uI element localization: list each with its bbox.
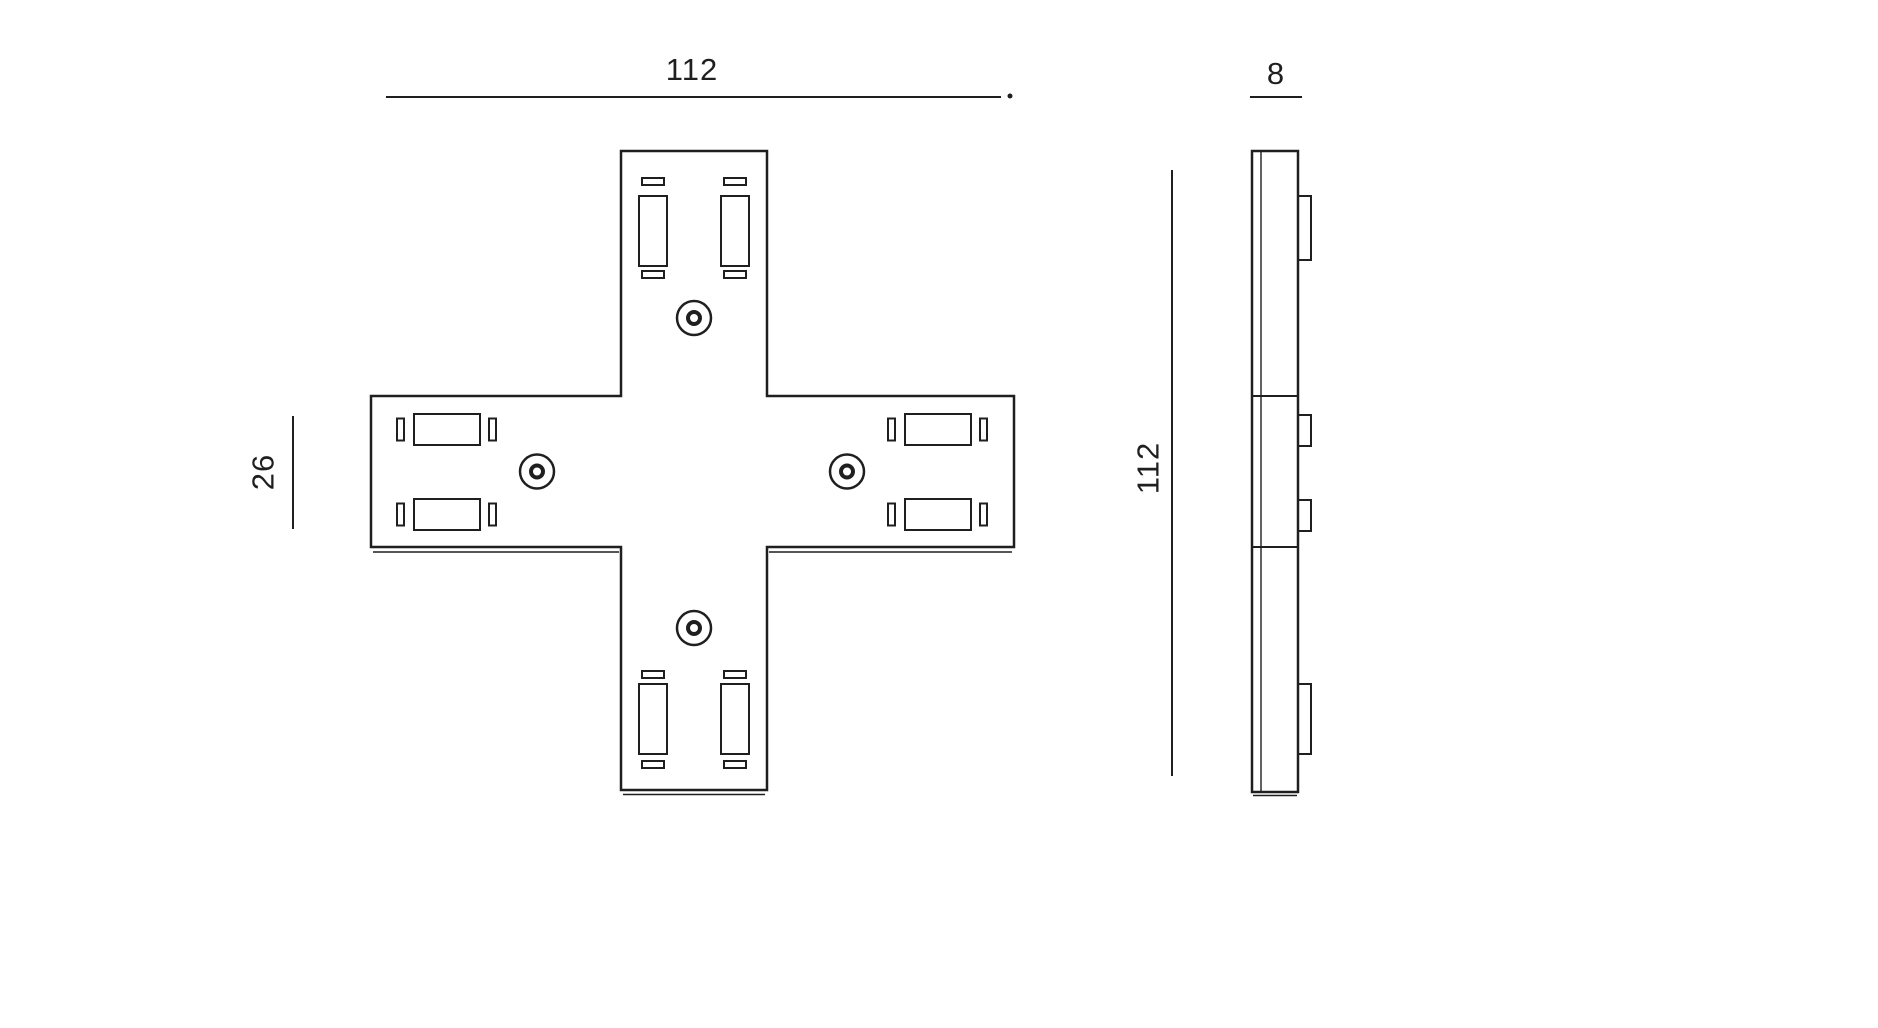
screw-hole-bottom: [675, 609, 713, 647]
slot-tick: [979, 417, 988, 442]
left-arm-slots: [396, 413, 497, 531]
dimension-label-side-height: 112: [1131, 442, 1166, 494]
dimension-label-side-thickness: 8: [1267, 56, 1285, 91]
dimension-end-dot: [1007, 93, 1013, 99]
slot-tick: [641, 760, 665, 769]
slot-tick: [396, 417, 405, 442]
side-tab: [1297, 195, 1312, 261]
slot: [638, 683, 668, 755]
slot: [720, 195, 750, 267]
dimension-label-front-arm-width: 26: [246, 454, 281, 490]
dimension-label-front-width: 112: [666, 52, 718, 87]
screw-hole-left: [518, 453, 556, 490]
slot-tick: [887, 502, 896, 527]
screw-hole-inner: [529, 463, 545, 480]
cross-body-outline: [369, 149, 1016, 792]
right-arm-slots: [887, 413, 988, 531]
slot-tick: [488, 502, 497, 527]
dimension-side-height: 112: [1131, 170, 1173, 776]
slot-tick: [887, 417, 896, 442]
screw-hole-inner: [686, 620, 702, 636]
screw-hole-outer: [675, 299, 713, 337]
screw-hole-inner: [686, 310, 702, 326]
side-tab: [1297, 683, 1312, 755]
front-view: [369, 149, 1016, 796]
screw-hole-inner: [839, 463, 855, 480]
slot-tick: [641, 177, 665, 186]
screw-hole-outer: [518, 453, 556, 490]
slot-tick: [641, 670, 665, 679]
dimension-front-arm-width: 26: [246, 416, 294, 529]
screw-hole-outer: [675, 609, 713, 647]
slot: [904, 498, 972, 531]
dimensions: 112 26 8 112: [246, 52, 1302, 776]
slot: [720, 683, 750, 755]
top-arm-slots: [638, 177, 750, 279]
dimension-front-width: 112: [386, 52, 1013, 99]
slot-tick: [723, 760, 747, 769]
side-tab: [1297, 499, 1312, 532]
screw-hole-outer: [828, 453, 866, 490]
slot-tick: [723, 270, 747, 279]
screw-hole-right: [828, 453, 866, 490]
screw-hole-top: [675, 299, 713, 337]
side-body-outline: [1250, 149, 1300, 794]
slot-tick: [641, 270, 665, 279]
slot: [413, 413, 481, 446]
bottom-arm-slots: [638, 670, 750, 769]
slot: [904, 413, 972, 446]
slot-tick: [396, 502, 405, 527]
slot: [413, 498, 481, 531]
slot-tick: [979, 502, 988, 527]
slot: [638, 195, 668, 267]
dimension-side-thickness: 8: [1250, 56, 1302, 98]
side-view: [1250, 149, 1312, 797]
side-tab: [1297, 414, 1312, 447]
slot-tick: [723, 177, 747, 186]
slot-tick: [723, 670, 747, 679]
slot-tick: [488, 417, 497, 442]
